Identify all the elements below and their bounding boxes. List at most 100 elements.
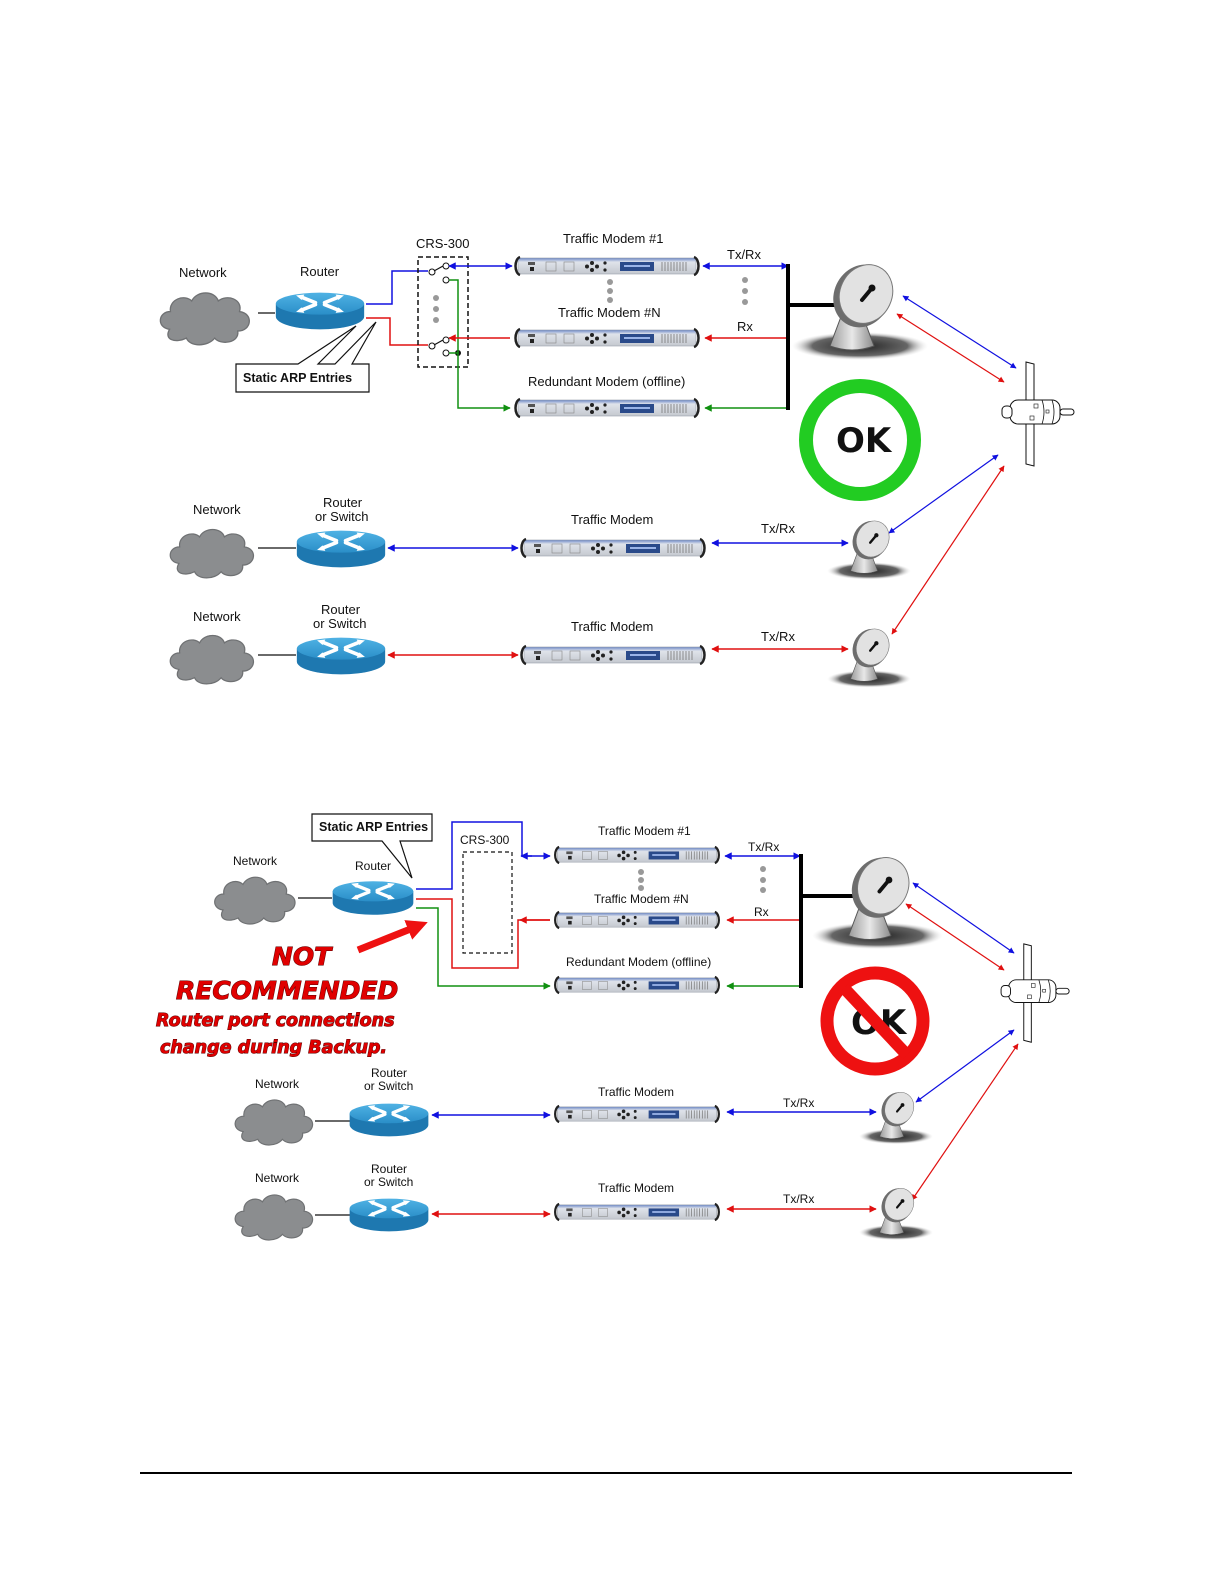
warning-line2: RECOMMENDED: [176, 976, 398, 1005]
network-cloud-icon: [214, 876, 296, 925]
remote-site-1: Network Router or Switch Traffic Modem T…: [234, 1066, 934, 1146]
router-port-green: [416, 907, 551, 990]
static-arp-callout: Static ARP Entries: [235, 321, 377, 393]
router-label-2: or Switch: [315, 509, 368, 524]
prohibited-ok-badge: OK: [820, 966, 930, 1076]
router-label: Router: [321, 602, 361, 617]
hub-antenna-icon: [790, 262, 930, 362]
rx-label: Rx: [754, 905, 769, 919]
router-label: Router: [371, 1066, 407, 1080]
router-label: Router: [355, 859, 391, 873]
txrx-label: Tx/Rx: [727, 247, 761, 262]
modemN-label: Traffic Modem #N: [594, 892, 689, 906]
txrx-label: Tx/Rx: [761, 521, 795, 536]
network-label: Network: [179, 265, 227, 280]
modem-icon: [553, 1104, 721, 1124]
modem-label: Traffic Modem: [571, 619, 653, 634]
modem1-icon: [553, 845, 721, 865]
network-cloud-icon: [234, 1194, 314, 1241]
network-cloud-icon: [234, 1099, 314, 1146]
warning-line1: NOT: [272, 942, 333, 971]
router-port-blue: [366, 270, 428, 305]
backup-link: [449, 279, 511, 412]
network-cloud-icon: [159, 292, 251, 346]
modemN-icon: [514, 327, 700, 349]
ok-badge: OK: [799, 379, 921, 501]
router-label: Router: [371, 1162, 407, 1176]
modem-icon: [520, 644, 706, 666]
footer-divider: [140, 1472, 1072, 1474]
static-arp-callout: Static ARP Entries: [311, 813, 433, 879]
network-cloud-icon: [169, 528, 255, 579]
hub-uplink-red: [896, 313, 1005, 383]
modem1-icon: [514, 255, 700, 277]
network-label: Network: [193, 502, 241, 517]
remote-site-2: Network Router or Switch Traffic Modem T…: [169, 602, 912, 689]
remote-antenna-icon: [858, 1186, 934, 1242]
router-port-red: [366, 317, 428, 346]
crs-300-switch: CRS-300: [460, 833, 513, 954]
network-label: Network: [233, 854, 278, 868]
remote-antenna-icon: [826, 626, 912, 689]
txrx-label: Tx/Rx: [761, 629, 795, 644]
callout-text: Static ARP Entries: [319, 820, 428, 834]
crs-300-switch: CRS-300: [416, 236, 469, 368]
modemN-icon: [553, 910, 721, 930]
remote-antenna-icon: [826, 518, 912, 581]
router-icon: [295, 635, 387, 677]
router-label: Router: [300, 264, 340, 279]
redundant-modem-icon: [553, 975, 721, 995]
remote-site-2: Network Router or Switch Traffic Modem T…: [234, 1162, 934, 1242]
network-label: Network: [255, 1171, 300, 1185]
hub-antenna-icon: [810, 855, 945, 951]
callout-text: Static ARP Entries: [243, 371, 352, 385]
pointer-arrow-icon: [356, 920, 428, 954]
router-icon: [348, 1101, 430, 1139]
not-recommended-warning: NOT RECOMMENDED Router port connections …: [156, 942, 399, 1059]
warning-line4: change during Backup.: [160, 1038, 387, 1058]
remote2-downlink: [891, 465, 1005, 635]
warning-line3: Router port connections: [156, 1011, 395, 1031]
network-cloud-icon: [169, 634, 255, 685]
crs-label: CRS-300: [460, 833, 510, 847]
hub-uplink-red: [905, 903, 1005, 971]
remote1-downlink: [915, 1029, 1015, 1103]
rx-label: Rx: [737, 319, 753, 334]
hub-uplink-blue: [902, 295, 1017, 369]
modem1-label: Traffic Modem #1: [563, 231, 663, 246]
modem-label: Traffic Modem: [598, 1085, 674, 1099]
txrx-label: Tx/Rx: [748, 840, 779, 854]
remote-antenna-icon: [858, 1090, 934, 1146]
recommended-diagram: Network Router Static ARP Entries CRS-30…: [159, 231, 1075, 689]
txrx-label: Tx/Rx: [783, 1192, 814, 1206]
remote2-downlink: [911, 1043, 1019, 1201]
modem-icon: [520, 537, 706, 559]
router-port-red: [416, 898, 550, 969]
router-label: Router: [323, 495, 363, 510]
modem-label: Traffic Modem: [598, 1181, 674, 1195]
network-label: Network: [193, 609, 241, 624]
redundant-modem-icon: [514, 397, 700, 419]
router-label-2: or Switch: [364, 1079, 413, 1093]
not-recommended-diagram: Static ARP Entries Network Router CRS-30…: [156, 813, 1070, 1242]
router-icon: [331, 879, 415, 917]
remote-site-1: Network Router or Switch Traffic Modem T…: [169, 495, 912, 581]
modem-icon: [553, 1202, 721, 1222]
txrx-label: Tx/Rx: [783, 1096, 814, 1110]
router-label-2: or Switch: [313, 616, 366, 631]
ok-badge-text: OK: [836, 421, 893, 461]
redundant-modem-label: Redundant Modem (offline): [566, 955, 711, 969]
satellite-icon: [1001, 361, 1075, 467]
modem-label: Traffic Modem: [571, 512, 653, 527]
router-icon: [295, 528, 387, 570]
router-icon: [274, 290, 366, 332]
crs-label: CRS-300: [416, 236, 469, 251]
router-icon: [348, 1196, 430, 1234]
redundant-modem-label: Redundant Modem (offline): [528, 374, 685, 389]
modem1-label: Traffic Modem #1: [598, 824, 691, 838]
satellite-icon: [1000, 943, 1070, 1043]
network-label: Network: [255, 1077, 300, 1091]
modemN-label: Traffic Modem #N: [558, 305, 661, 320]
router-label-2: or Switch: [364, 1175, 413, 1189]
